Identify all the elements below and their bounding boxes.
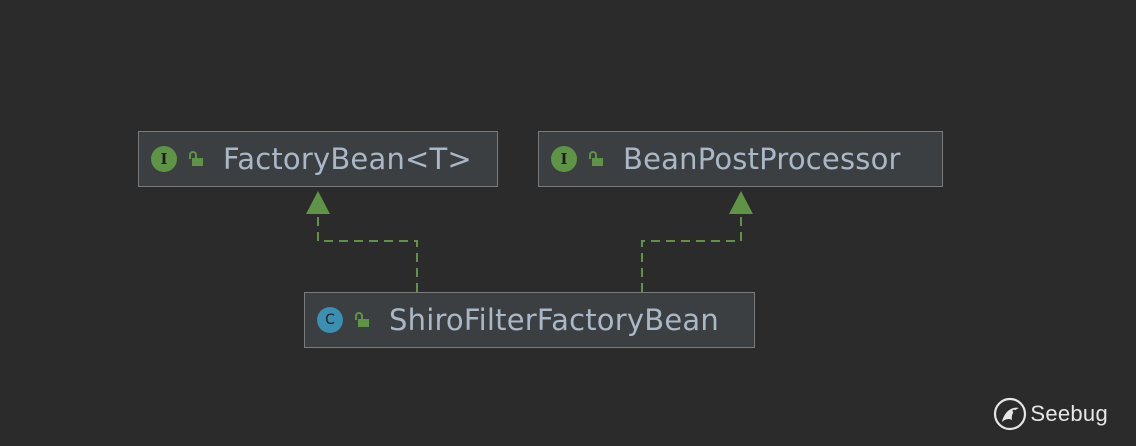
node-shirofilterfactorybean[interactable]: C ShiroFilterFactoryBean — [304, 292, 755, 348]
watermark-text: Seebug — [1030, 401, 1108, 426]
seebug-logo-icon — [994, 397, 1027, 431]
edge-arrowhead-beanpostprocessor — [729, 191, 753, 214]
edge-implements-factorybean — [306, 191, 418, 292]
unlocked-icon — [585, 148, 607, 170]
node-factorybean[interactable]: I FactoryBean<T> — [138, 131, 498, 187]
node-label: FactoryBean<T> — [223, 142, 472, 176]
node-label: BeanPostProcessor — [623, 142, 901, 176]
edge-implements-beanpostprocessor — [641, 191, 753, 292]
interface-icon: I — [151, 146, 177, 172]
unlocked-icon — [185, 148, 207, 170]
seebug-watermark: Seebug — [992, 396, 1108, 432]
edge-arrowhead-factorybean — [306, 191, 330, 214]
node-label: ShiroFilterFactoryBean — [389, 303, 719, 337]
node-beanpostprocessor[interactable]: I BeanPostProcessor — [538, 131, 943, 187]
interface-icon: I — [551, 146, 577, 172]
unlocked-icon — [351, 309, 373, 331]
class-icon: C — [317, 307, 343, 333]
